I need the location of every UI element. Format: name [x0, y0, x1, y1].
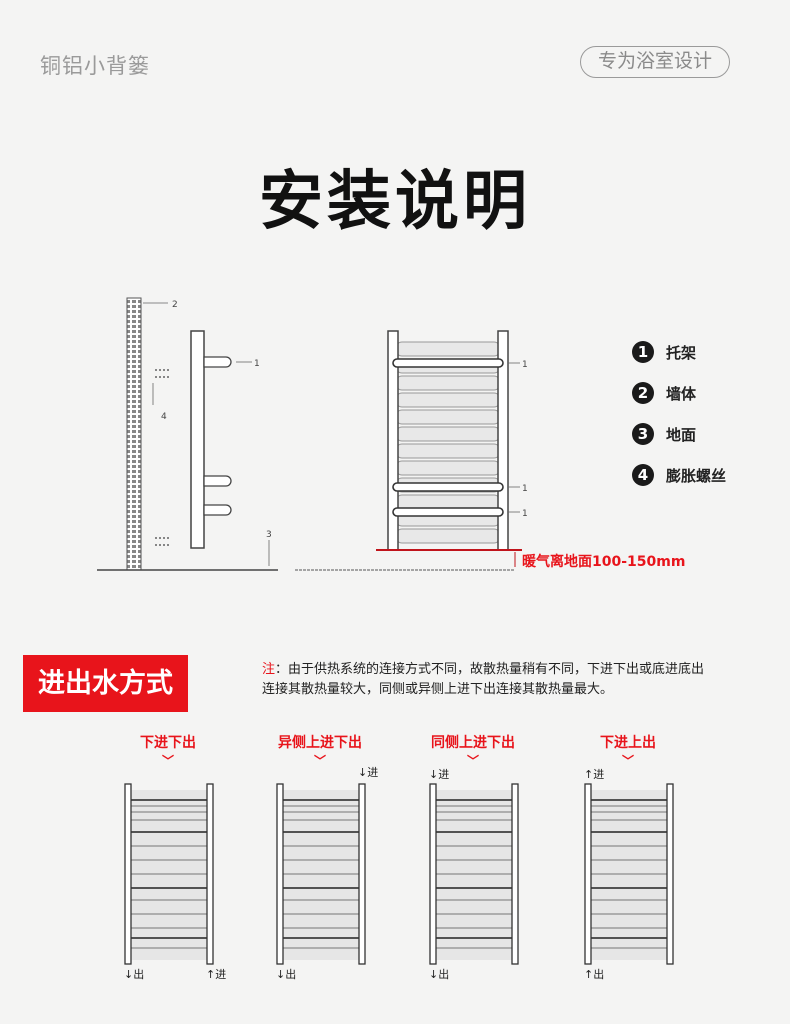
floor-gap-label: 暖气离地面100-150mm	[522, 554, 686, 570]
radiator-fin	[395, 443, 501, 459]
radiator-fin	[395, 460, 501, 476]
chevron-down-icon: ﹀	[621, 754, 634, 768]
side-view: 2 1 4 3	[97, 297, 278, 571]
flow-label: ↑出	[584, 968, 605, 981]
flow-label: ↑进	[584, 768, 605, 781]
front-brackets	[392, 358, 504, 517]
radiator-fin	[395, 375, 501, 391]
legend-number: 4	[632, 464, 654, 486]
radiator-fin	[395, 409, 501, 425]
flow-label: ↓出	[429, 968, 450, 981]
front-label: 1	[522, 484, 528, 494]
legend-number: 3	[632, 423, 654, 445]
chevron-down-icon: ﹀	[161, 754, 174, 768]
section-title: 进出水方式	[23, 655, 188, 712]
legend-label: 地面	[666, 425, 697, 444]
radiator-fin	[395, 392, 501, 408]
connection-mode: 异侧上进下出 ﹀	[250, 732, 390, 769]
legend-label: 托架	[666, 343, 697, 362]
brackets	[203, 356, 232, 516]
mode-title: 同侧上进下出	[431, 735, 515, 751]
legend-item: 2 墙体	[632, 382, 696, 404]
radiator-diagram	[124, 783, 214, 965]
radiator-fin	[395, 528, 501, 544]
label-wall: 2	[172, 300, 178, 310]
radiator-diagram	[429, 783, 519, 965]
flow-label: ↓进	[358, 766, 379, 779]
front-view: 1 1 1	[295, 330, 528, 571]
chevron-down-icon: ﹀	[313, 754, 326, 768]
tagline-badge: 专为浴室设计	[580, 46, 730, 78]
label-floor: 3	[266, 530, 272, 540]
brand-name: 铜铝小背篓	[40, 54, 150, 78]
mode-title: 下进下出	[140, 735, 196, 751]
radiator-diagram	[584, 783, 674, 965]
note-line: 连接其散热量较大，同侧或异侧上进下出连接其散热量最大。	[262, 682, 614, 697]
connection-mode: 下进上出 ﹀	[558, 732, 698, 769]
installation-diagram: 2 1 4 3 1 1 1	[97, 297, 528, 571]
chevron-down-icon: ﹀	[466, 754, 479, 768]
legend-number: 2	[632, 382, 654, 404]
radiator-fin	[395, 341, 501, 357]
radiator-diagram	[276, 783, 366, 965]
legend-number: 1	[632, 341, 654, 363]
legend-item: 4 膨胀螺丝	[632, 464, 726, 486]
radiator-side	[190, 330, 205, 549]
expansion-screws	[155, 369, 171, 546]
flow-label: ↓出	[276, 968, 297, 981]
note-prefix: 注	[262, 662, 276, 677]
front-label: 1	[522, 509, 528, 519]
radiator-fin	[395, 426, 501, 442]
label-bracket: 1	[254, 359, 260, 369]
front-label: 1	[522, 360, 528, 370]
mode-title: 下进上出	[600, 735, 656, 751]
section-note: 注：由于供热系统的连接方式不同，故散热量稍有不同，下进下出或底进底出 连接其散热…	[262, 660, 787, 700]
label-screw: 4	[161, 412, 167, 422]
legend-item: 3 地面	[632, 423, 696, 445]
note-line: ：由于供热系统的连接方式不同，故散热量稍有不同，下进下出或底进底出	[275, 662, 705, 677]
wall	[126, 297, 142, 571]
connection-mode: 下进下出 ﹀	[98, 732, 238, 769]
mode-title: 异侧上进下出	[278, 735, 362, 751]
legend-label: 膨胀螺丝	[666, 466, 727, 485]
flow-label: ↓进	[429, 768, 450, 781]
flow-label: ↓出	[124, 968, 145, 981]
page-title: 安装说明	[259, 165, 531, 239]
flow-label: ↑进	[206, 968, 227, 981]
legend-item: 1 托架	[632, 341, 696, 363]
radiator-fin	[395, 494, 501, 510]
legend-label: 墙体	[666, 384, 697, 403]
connection-mode: 同侧上进下出 ﹀	[403, 732, 543, 769]
